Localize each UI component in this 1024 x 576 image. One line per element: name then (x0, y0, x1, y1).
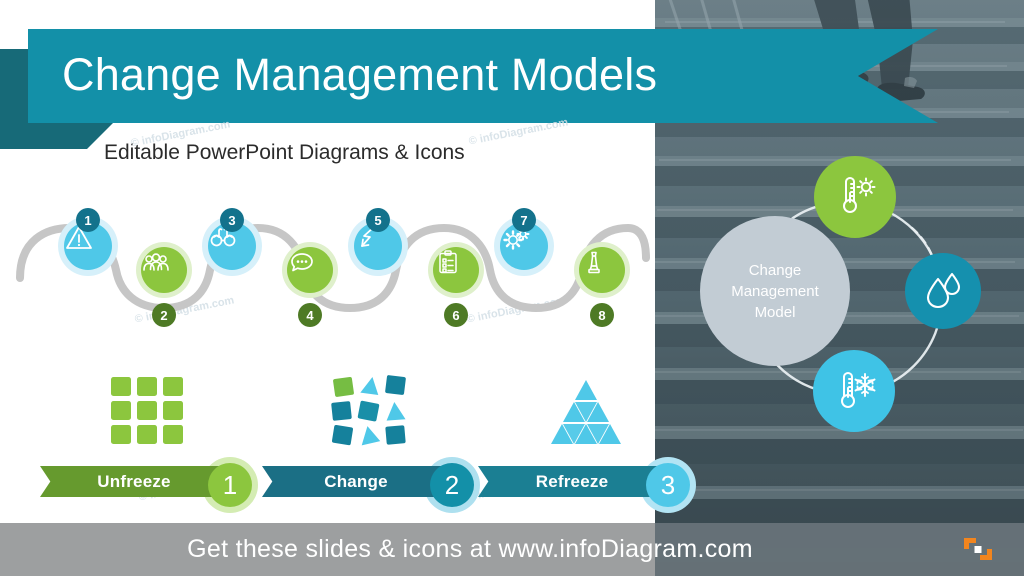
lewin-number-1: 1 (208, 463, 252, 507)
page-subtitle: Editable PowerPoint Diagrams & Icons (104, 141, 465, 164)
chain-node-8[interactable] (579, 247, 625, 293)
thermometer-sun-icon (843, 176, 876, 213)
cycle-center-line1: Change (748, 261, 802, 279)
cycle-node-cold[interactable] (813, 350, 895, 432)
page-title: Change Management Models (62, 49, 658, 100)
chain-node-2[interactable] (141, 247, 187, 293)
thermometer-snowflake-icon (841, 371, 876, 408)
title-ribbon (28, 29, 938, 123)
speech-bubble-icon (291, 253, 313, 272)
water-drops-icon (926, 272, 961, 309)
lewin-ribbon-unfreeze[interactable]: Unfreeze (40, 466, 228, 497)
chain-badge-6: 6 (444, 303, 468, 327)
chain-badge-1: 1 (76, 208, 100, 232)
lewin-label-refreeze: Refreeze (535, 471, 609, 491)
chain-badge-8: 8 (590, 303, 614, 327)
chain-node-6[interactable] (433, 247, 479, 293)
lewin-ribbon-change[interactable]: Change (262, 466, 450, 497)
lewin-label-change: Change (324, 471, 388, 491)
triangle-stack-icon (551, 380, 621, 444)
infodiagram-logo (964, 538, 992, 560)
people-group-icon (143, 253, 169, 271)
cycle-center-label: Change Management Model (700, 216, 850, 366)
footer-cta-text: Get these slides & icons at www.infoDiag… (187, 535, 753, 563)
chain-badge-5: 5 (366, 208, 390, 232)
solid-grid-icon (111, 377, 183, 444)
cycle-node-fluid[interactable] (905, 253, 981, 329)
lewin-number-2: 2 (430, 463, 474, 507)
chain-node-4[interactable] (287, 247, 333, 293)
chain-badge-2: 2 (152, 303, 176, 327)
title-ribbon-fold-corner (87, 122, 114, 149)
cycle-node-warm[interactable] (814, 156, 896, 238)
lewin-ribbon-refreeze[interactable]: Refreeze (478, 466, 666, 497)
chain-badge-3: 3 (220, 208, 244, 232)
checklist-clipboard-icon (439, 250, 457, 274)
lewin-number-3: 3 (646, 463, 690, 507)
chess-queen-icon (588, 251, 600, 274)
lewin-step-refreeze[interactable]: Refreeze 3 (478, 374, 696, 513)
chain-wave-path (16, 223, 650, 313)
lightning-bolt-icon (361, 226, 375, 247)
cycle-center-line2: Management (731, 282, 819, 300)
lewin-step-change[interactable]: Change 2 (262, 374, 480, 513)
chain-badge-7: 7 (512, 208, 536, 232)
footer-bar-over-photo (655, 523, 1024, 576)
cycle-center-line3: Model (754, 303, 796, 321)
warning-triangle-icon (66, 226, 92, 249)
chain-badge-4: 4 (298, 303, 322, 327)
change-management-cycle: Change Management Model (660, 150, 1024, 450)
change-process-chain: 1 2 (0, 196, 660, 336)
lewin-step-unfreeze[interactable]: Unfreeze 1 (40, 374, 258, 513)
lewin-label-unfreeze: Unfreeze (97, 471, 171, 491)
scattered-shapes-icon (331, 375, 406, 446)
